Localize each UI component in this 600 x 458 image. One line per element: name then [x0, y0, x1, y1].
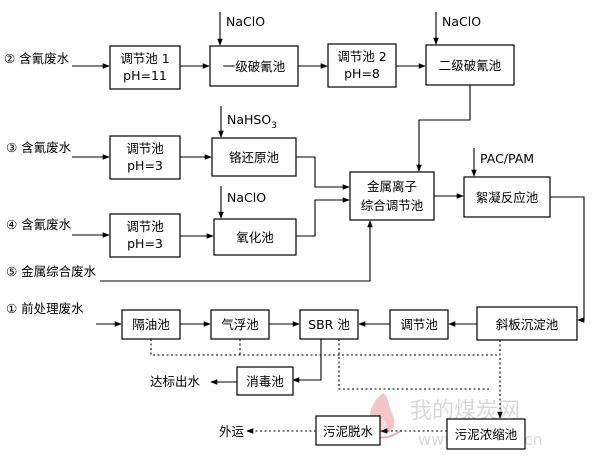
reagent-nahso3: NaHSO3	[227, 112, 277, 131]
adjust-tank-4	[109, 213, 181, 258]
flocculation-tank-label: 絮凝反应池	[476, 190, 539, 205]
output-discharge: 达标出水	[150, 374, 201, 389]
metal-ion-adjust-tank-line1: 金属离子	[367, 179, 417, 194]
input-cyanide-4: ④ 含氰废水	[6, 217, 72, 232]
adjust-tank-2-ph: pH=8	[344, 66, 380, 81]
arrow-floc-settle	[550, 196, 585, 323]
adjust-tank-2-label: 调节池 2	[337, 49, 386, 64]
adjust-tank-3-ph: pH=3	[127, 158, 163, 173]
reagent-naclo-2: NaClO	[442, 14, 481, 29]
sludge-dewatering	[315, 415, 381, 446]
sbr-tank-label: SBR 池	[308, 317, 350, 332]
oxidation-tank	[213, 218, 297, 256]
adjust-tank-1-label: 调节池 1	[120, 51, 169, 66]
adjust-tank-4-label: 调节池	[126, 219, 164, 234]
adjust-tank-5-label: 调节池	[400, 317, 438, 332]
output-transport: 外运	[219, 424, 245, 439]
input-cyanide-3: ③ 含氰废水	[6, 140, 72, 155]
metal-ion-adjust-tank	[349, 171, 435, 221]
oil-separation-tank-label: 隔油池	[132, 317, 170, 332]
sludge-line-sbr	[338, 339, 490, 390]
flocculation-tank	[463, 176, 551, 218]
disinfection-tank-label: 消毒池	[246, 374, 284, 389]
chromium-reduction-tank-label: 铬还原池	[229, 150, 280, 165]
reagent-naclo-3: NaClO	[227, 190, 266, 205]
cyanide-break-tank-2	[425, 44, 515, 86]
arrow-in5-metal	[100, 220, 373, 282]
sludge-line-1	[150, 339, 500, 356]
sludge-thickening-tank-label: 污泥浓缩池	[455, 427, 518, 442]
oxidation-tank-label: 氧化池	[236, 230, 274, 245]
inclined-settling-tank-label: 斜板沉淀池	[496, 317, 559, 332]
adjust-tank-1	[109, 45, 181, 90]
arrow-sbr-disinfect	[292, 339, 322, 383]
arrow-cr-metal	[296, 156, 350, 190]
sludge-thickening-tank	[446, 418, 526, 450]
adjust-tank-1-ph: pH=11	[123, 68, 167, 83]
input-cyanide-2: ② 含氰废水	[4, 51, 70, 66]
inclined-settling-tank	[476, 306, 578, 341]
metal-ion-adjust-tank-line2: 综合调节池	[361, 198, 424, 213]
input-metal-5: ⑤ 金属综合废水	[6, 264, 97, 279]
reagent-pac-pam: PAC/PAM	[480, 151, 534, 166]
adjust-tank-3-label: 调节池	[126, 141, 164, 156]
arrow-cn2-metal	[416, 85, 471, 172]
input-pretreat-1: ① 前处理废水	[6, 301, 84, 316]
cyanide-break-tank-1	[209, 45, 299, 87]
cyanide-break-tank-1-label: 一级破氰池	[223, 59, 286, 74]
chromium-reduction-tank	[211, 137, 297, 177]
oil-separation-tank	[121, 309, 181, 340]
cyanide-break-tank-2-label: 二级破氰池	[439, 58, 502, 73]
sbr-tank	[299, 309, 359, 340]
air-flotation-tank-label: 气浮池	[221, 317, 259, 332]
disinfection-tank	[236, 366, 294, 396]
adjust-tank-4-ph: pH=3	[127, 236, 163, 251]
adjust-tank-5	[389, 309, 449, 340]
sludge-dewatering-label: 污泥脱水	[323, 424, 374, 439]
reagent-naclo-1: NaClO	[226, 14, 265, 29]
arrow-ox-metal	[296, 197, 350, 237]
